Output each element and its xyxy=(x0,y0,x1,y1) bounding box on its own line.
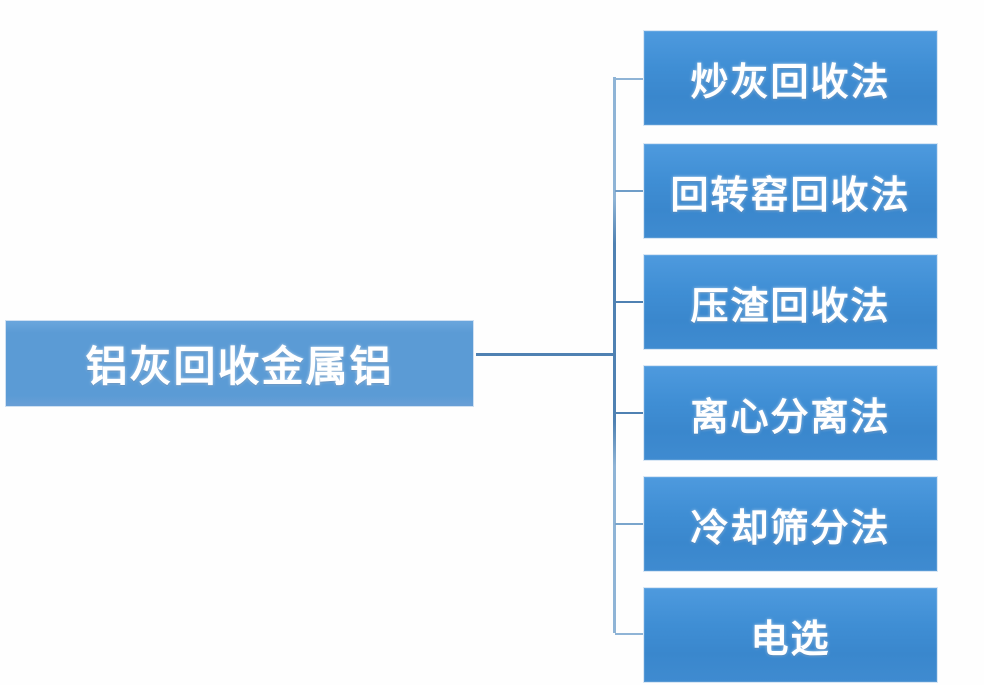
connector-branch-2 xyxy=(615,190,644,192)
connector-branch-1 xyxy=(615,78,644,80)
child-node-5[interactable]: 冷却筛分法 xyxy=(643,476,938,572)
child-node-2[interactable]: 回转窑回收法 xyxy=(643,143,938,239)
child-node-3[interactable]: 压渣回收法 xyxy=(643,254,938,350)
child-node-4-label: 离心分离法 xyxy=(690,396,891,439)
child-node-1-label: 炒灰回收法 xyxy=(690,61,891,104)
child-node-3-label: 压渣回收法 xyxy=(690,285,891,328)
child-node-2-label: 回转窑回收法 xyxy=(670,174,911,217)
connector-root-stem xyxy=(476,353,616,356)
child-node-1[interactable]: 炒灰回收法 xyxy=(643,30,938,126)
child-node-5-label: 冷却筛分法 xyxy=(690,507,891,550)
connector-trunk xyxy=(613,77,616,633)
connector-branch-4 xyxy=(615,412,644,414)
child-node-4[interactable]: 离心分离法 xyxy=(643,365,938,461)
connector-branch-6 xyxy=(615,633,644,635)
child-node-6[interactable]: 电选 xyxy=(643,587,938,683)
connector-branch-5 xyxy=(615,523,644,525)
connector-branch-3 xyxy=(615,301,644,303)
child-node-6-label: 电选 xyxy=(750,618,831,661)
root-node[interactable]: 铝灰回收金属铝 xyxy=(5,320,474,407)
root-node-label: 铝灰回收金属铝 xyxy=(85,343,394,390)
